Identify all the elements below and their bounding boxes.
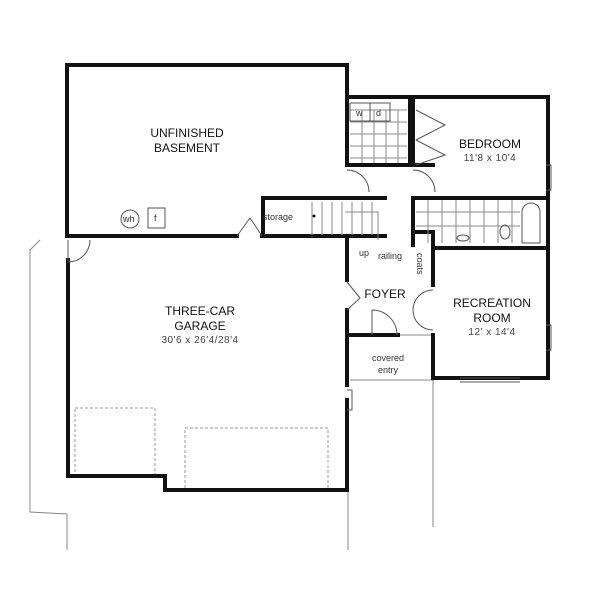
furnace-icon	[147, 207, 166, 229]
laundry-area: w d	[349, 102, 407, 163]
recreation-name-2: ROOM	[473, 311, 510, 325]
covered-entry-1: covered	[372, 353, 404, 363]
storage-label: storage	[263, 212, 293, 222]
garage-door-right	[184, 427, 329, 491]
foyer-name: FOYER	[364, 287, 406, 301]
doors	[67, 109, 552, 411]
garage-door-left	[74, 407, 156, 476]
garage-name-2: GARAGE	[174, 319, 225, 333]
garage-name-1: THREE-CAR	[165, 304, 235, 318]
recreation-name-1: RECREATION	[453, 296, 531, 310]
water-heater-label: wh	[122, 214, 135, 224]
railing-label: railing	[378, 251, 402, 261]
covered-entry-2: entry	[378, 365, 399, 375]
furnace-label: f	[154, 213, 157, 223]
bedroom-dimensions: 11'8 x 10'4	[464, 153, 517, 164]
walls	[65, 63, 550, 492]
up-label: up	[359, 248, 369, 258]
washer-label: w	[355, 108, 363, 118]
water-heater-icon	[120, 209, 140, 229]
dryer-label: d	[376, 108, 381, 118]
basement-name-2: BASEMENT	[154, 141, 221, 155]
stairs	[311, 202, 379, 240]
garage-dimensions: 30'6 x 26'4/28'4	[161, 335, 238, 346]
coats-label: coats	[415, 253, 425, 275]
basement-name-1: UNFINISHED	[150, 126, 224, 140]
bedroom-name: BEDROOM	[459, 137, 521, 151]
bathroom	[416, 200, 541, 244]
recreation-dimensions: 12' x 14'4	[468, 327, 515, 338]
